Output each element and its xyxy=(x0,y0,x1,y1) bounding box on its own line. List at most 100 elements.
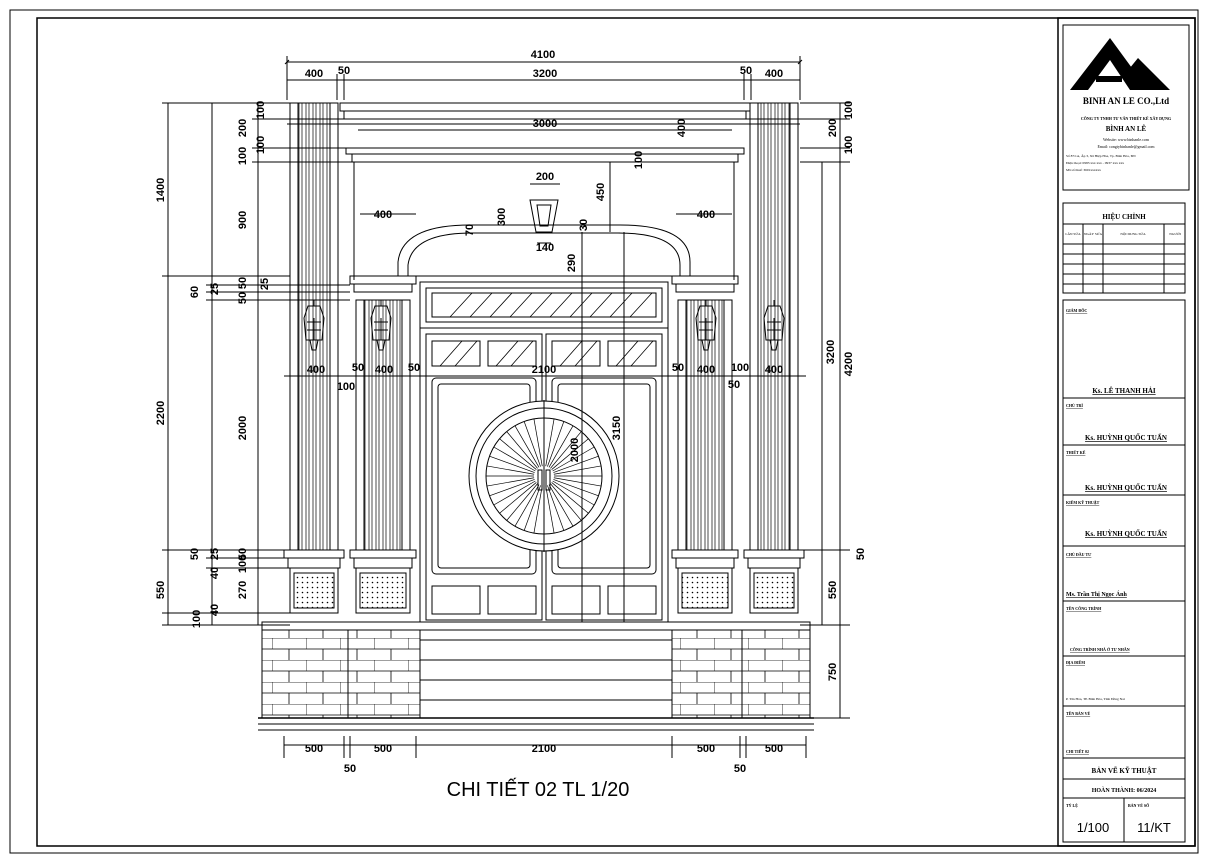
dim-v300: 300 xyxy=(496,208,508,226)
sunburst-ray xyxy=(493,480,536,506)
sunburst-ray xyxy=(514,484,540,527)
dim-top-3: 3200 xyxy=(533,68,557,80)
dim-r-6: 550 xyxy=(827,581,839,599)
dim-door-h: 3150 xyxy=(611,416,623,440)
dim-left-1400: 1400 xyxy=(155,178,167,202)
dim-li-5: 25 xyxy=(259,278,271,290)
revision-title: HIỆU CHỈNH xyxy=(1102,213,1146,221)
sunburst-ray xyxy=(514,425,540,468)
location-value: P. Tân Hòa, TP. Biên Hòa, Tỉnh Đồng Nai xyxy=(1066,697,1125,702)
dim-v30: 30 xyxy=(578,219,590,231)
dim-bot-3: 500 xyxy=(697,743,715,755)
dim-li-12: 40 xyxy=(209,567,221,579)
sunburst-ray xyxy=(489,479,535,497)
dim-left-550: 550 xyxy=(155,581,167,599)
dim-r-7: 750 xyxy=(827,663,839,681)
owner-name: Ms. Trần Thị Ngọc Ánh xyxy=(1066,590,1128,598)
wall-lamp-icon xyxy=(303,300,325,351)
dim-v400: 400 xyxy=(676,119,688,137)
dim-mid-2: 400 xyxy=(375,364,393,376)
wall-lamp-icon xyxy=(695,300,717,351)
company-addr: Số 87/1A, Ấp 3, Xã Hiệp Hòa, Tp. Biên Hò… xyxy=(1066,153,1136,159)
sunburst-ray xyxy=(553,479,599,497)
dim-li-2: 100 xyxy=(255,136,267,154)
sunburst-ray xyxy=(533,485,543,534)
company-phone: Điện thoại: 0983 xxx xxx - 0937 xxx xxx xyxy=(1066,161,1124,165)
dim-li-2b: 100 xyxy=(237,147,249,165)
dim-door-inner: 2000 xyxy=(569,438,581,462)
location-label: ĐỊA ĐIỂM xyxy=(1066,660,1085,665)
design-name: Ks. HUỲNH QUỐC TUẤN xyxy=(1085,484,1167,492)
completion: HOÀN THÀNH: 06/2024 xyxy=(1092,786,1157,794)
sunburst-ray xyxy=(499,438,537,470)
drawing-name: CHI TIẾT 02 xyxy=(1066,749,1089,754)
dim-v290: 290 xyxy=(566,254,578,272)
dim-mid-4: 2100 xyxy=(532,364,556,376)
dim-li-14: 40 xyxy=(209,604,221,616)
sunburst-ray xyxy=(550,483,582,521)
company-line: CÔNG TY TNHH TƯ VẤN THIẾT KẾ XÂY DỰNG xyxy=(1081,116,1171,121)
dim-bot-s1: 50 xyxy=(734,763,746,775)
drawing-title: CHI TIẾT 02 TL 1/20 xyxy=(447,778,630,801)
company-web: Website: www.binhanle.com xyxy=(1103,137,1150,142)
dim-r-5: 50 xyxy=(855,548,867,560)
dim-mid-0: 400 xyxy=(307,364,325,376)
doc-type: BẢN VẼ KỸ THUẬT xyxy=(1092,767,1157,775)
sunburst-ray xyxy=(523,485,541,531)
scale-label: TỶ LỆ xyxy=(1066,803,1078,808)
dim-ls-0: 60 xyxy=(189,286,201,298)
rev-col-2: NGÀY SỬA xyxy=(1084,231,1103,236)
dim-mid-8: 400 xyxy=(765,364,783,376)
dim-li-13: 270 xyxy=(237,581,249,599)
dim-top-5: 400 xyxy=(765,68,783,80)
sunburst-ray xyxy=(506,483,538,521)
sunburst-ray xyxy=(545,418,555,467)
dim-li-1: 200 xyxy=(237,119,249,137)
project-name: CÔNG TRÌNH NHÀ Ở TƯ NHÂN xyxy=(1070,647,1130,652)
dim-li-0: 100 xyxy=(255,101,267,119)
dim-inner-width: 3000 xyxy=(533,118,557,130)
sunburst-ray xyxy=(489,455,535,473)
rev-col-3: NỘI DUNG SỬA xyxy=(1120,231,1146,236)
sunburst-ray xyxy=(486,465,535,475)
dim-li-9: 2000 xyxy=(237,416,249,440)
sunburst-ray xyxy=(553,465,602,475)
sheet-label: BẢN VẼ SỐ xyxy=(1128,803,1149,808)
company-name: BINH AN LE CO.,Ltd xyxy=(1083,96,1169,106)
dim-r-3: 3200 xyxy=(825,340,837,364)
sunburst-ray xyxy=(523,421,541,467)
dim-li-3: 900 xyxy=(237,211,249,229)
title-block: BINH AN LE CO.,Ltd CÔNG TY TNHH TƯ VẤN T… xyxy=(1057,17,1196,847)
chair-label: CHỦ TRÌ xyxy=(1066,403,1083,408)
sunburst-ray xyxy=(547,485,565,531)
sunburst-ray xyxy=(553,477,602,487)
sunburst-ray xyxy=(552,446,595,472)
sunburst-ray xyxy=(533,418,543,467)
owner-label: CHỦ ĐẦU TƯ xyxy=(1066,552,1092,557)
sunburst-ray xyxy=(547,421,565,467)
sunburst-ray xyxy=(499,482,537,514)
dim-top-1: 400 xyxy=(305,68,323,80)
dim-left-100: 100 xyxy=(191,610,203,628)
dim-bot-4: 500 xyxy=(765,743,783,755)
dim-mid-ms0: 50 xyxy=(352,362,364,374)
design-label: THIẾT KẾ xyxy=(1066,450,1086,455)
dim-overall: 4100 xyxy=(531,49,555,61)
dim-mid-5: 50 xyxy=(672,362,684,374)
dim-r-0: 100 xyxy=(843,101,855,119)
sunburst-ray xyxy=(493,446,536,472)
dim-v70: 70 xyxy=(464,224,476,236)
check-name: Ks. HUỲNH QUỐC TUẤN xyxy=(1085,530,1167,538)
company-email: Email: congtybinhanle@gmail.com xyxy=(1097,144,1155,149)
dim-li-4: 50 xyxy=(237,277,249,289)
dim-mid-7: 100 xyxy=(731,362,749,374)
elevation-drawing xyxy=(162,56,850,758)
sunburst-ray xyxy=(506,431,538,469)
dim-bot-s0: 50 xyxy=(344,763,356,775)
drawing-label: TÊN BẢN VẼ xyxy=(1066,711,1090,716)
sunburst-ray xyxy=(553,455,599,473)
dim-li-15: 100 xyxy=(237,555,249,573)
scale-value: 1/100 xyxy=(1077,820,1110,835)
dim-top-4: 50 xyxy=(740,65,752,77)
